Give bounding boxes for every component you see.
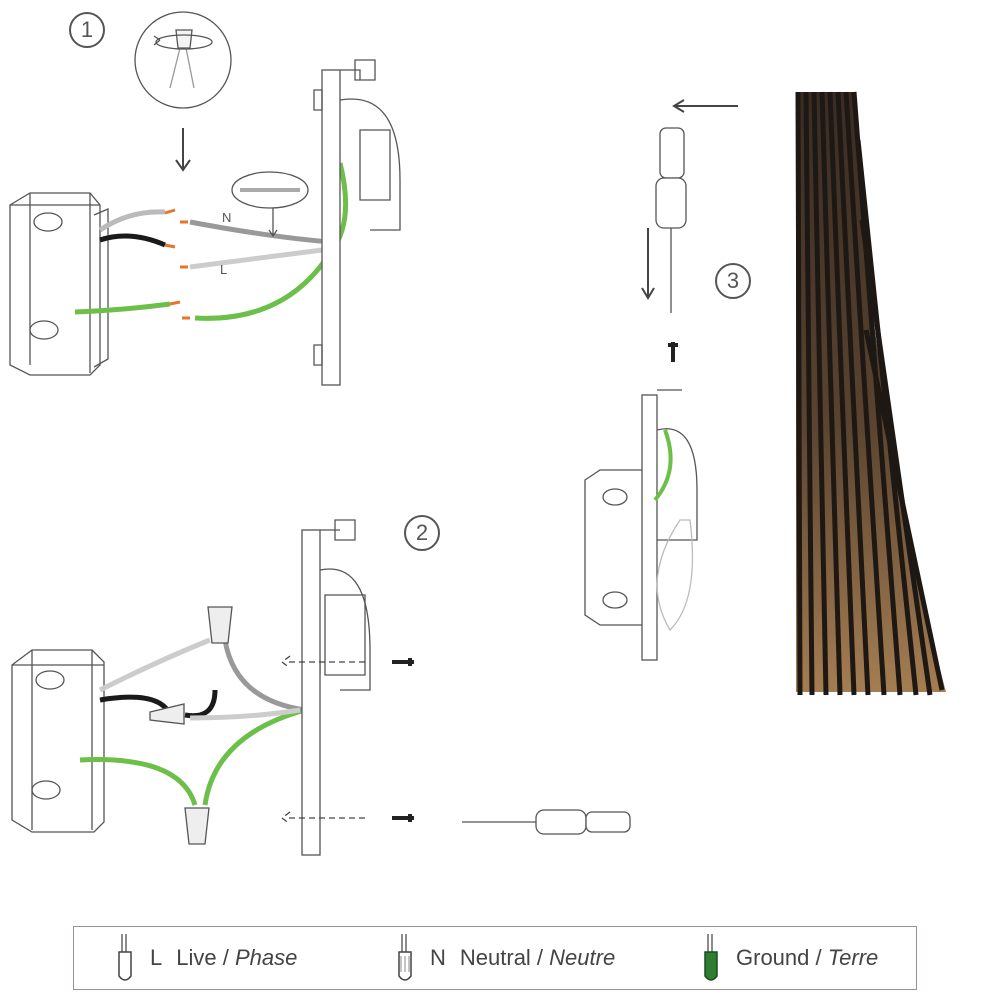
live-wire-icon [118,934,132,981]
junction-box-2 [11,649,105,833]
step-1-badge: 1 [69,12,105,48]
step-2-badge: 2 [404,515,440,551]
legend-live-text: Live / [176,945,235,970]
screw-icon [392,658,414,666]
dashed-arrow-icon [280,655,365,669]
neutral-wire-box [98,209,166,233]
screw-icon [668,342,678,362]
step-3-badge: 3 [715,263,751,299]
legend-item-ground: Ground / Terre [694,927,878,989]
live-wire-lamp [189,246,331,270]
wire-nut-icon [149,606,233,845]
live-wire-box [99,233,166,248]
screwdriver-vertical-icon [655,127,687,313]
legend-item-neutral: N Neutral / Neutre [388,927,615,989]
down-arrow-icon [641,228,655,300]
junction-box [9,192,109,376]
legend-live-code: L [150,945,163,970]
ground-wire-box [74,301,171,315]
mounting-plate-1 [313,59,401,386]
neutral-wire-lamp [189,219,331,245]
legend-ground-text: Ground / [736,945,828,970]
step-2-illustration [11,519,631,856]
live-wire-label: L [220,262,228,277]
wire-legend: L Live / Phase N Neutral / Neutre Ground /… [73,926,917,990]
bulb-icon [656,519,694,632]
screwdriver-icon [462,809,631,835]
twist-connector-detail [134,11,232,109]
legend-item-live: L Live / Phase [108,927,297,989]
step-1-illustration [9,11,401,386]
mounting-plate-2 [301,519,371,856]
down-arrow-icon [175,128,191,172]
left-arrow-icon [672,99,738,113]
neutral-wire-icon [398,934,412,981]
legend-neutral-alt: Neutre [549,945,616,970]
screw-icon [392,814,414,822]
legend-live-alt: Phase [234,945,298,970]
mounting-plate-3 [641,389,698,661]
connector-tips [164,208,190,320]
ground-wire-icon [704,934,718,981]
legend-neutral-code: N [430,945,446,970]
dashed-arrow-icon [280,811,365,825]
neutral-wire-label: N [222,210,232,225]
step-3-illustration [584,99,738,661]
legend-ground-alt: Terre [827,945,879,970]
lamp-shade [795,91,946,696]
junction-box-3 [584,469,646,626]
legend-neutral-text: Neutral / [459,945,550,970]
